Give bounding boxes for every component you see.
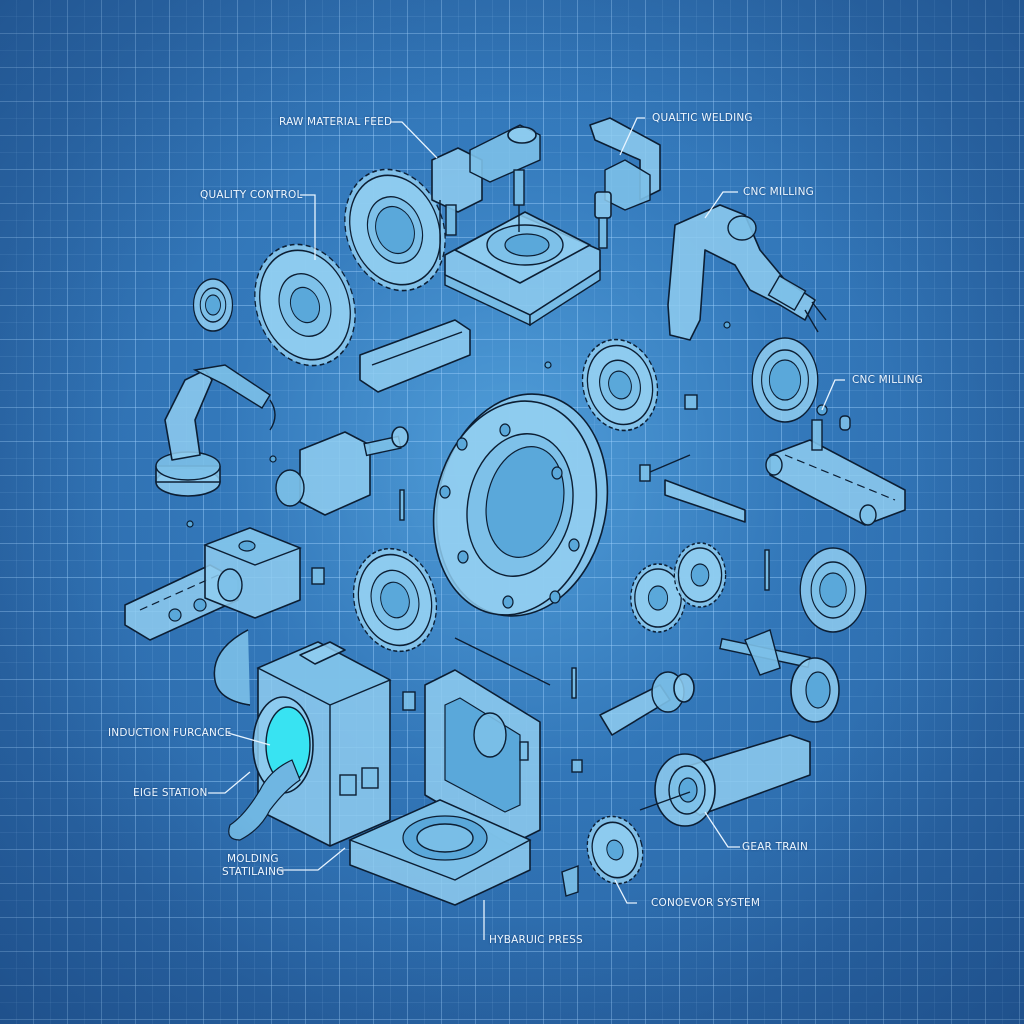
conveyor-icon [765, 415, 906, 526]
shaft-icon [454, 637, 695, 736]
leader-lines [208, 117, 845, 940]
small-parts-icon [186, 321, 828, 897]
bearing-icon [799, 547, 867, 633]
label-molding-station-line2: STATILAING [222, 866, 285, 878]
gear-icon [352, 547, 438, 653]
linear-rail-icon [359, 319, 471, 393]
roller-press-icon [639, 734, 811, 827]
flange-icon [432, 393, 609, 617]
label-qualtic-welding: QUALTIC WELDING [652, 112, 753, 124]
label-cnc-milling-top: CNC MILLING [743, 186, 814, 198]
label-hydraulic-press: HYBARUIC PRESS [489, 934, 583, 946]
milling-station-icon [431, 117, 661, 327]
mold-frame-icon [424, 669, 541, 846]
mold-base-icon [348, 799, 532, 906]
label-gear-train: GEAR TRAIN [742, 841, 809, 853]
bearing-icon [192, 278, 234, 332]
bearing-icon [751, 337, 819, 423]
label-cnc-milling-right: CNC MILLING [852, 374, 923, 386]
label-raw-material-feed: RAW MATERIAL FEED [279, 116, 393, 128]
gear-icon [586, 815, 644, 885]
label-molding-station-line1: MOLDING [227, 853, 279, 865]
furnace-icon [213, 629, 392, 847]
spindle-icon [719, 629, 840, 723]
gear-icon [254, 243, 356, 367]
conveyor-icon [124, 527, 302, 641]
gear-pair-icon [630, 542, 727, 633]
gear-icon [581, 338, 659, 432]
label-conveyor-system: CONOEVOR SYSTEM [651, 897, 761, 909]
label-die-station: EIGE STATION [133, 787, 208, 799]
bracket-icon [639, 454, 746, 523]
label-quality-control: QUALITY CONTROL [200, 189, 303, 201]
robot-arm-icon [155, 364, 276, 497]
actuator-icon [275, 426, 409, 516]
label-induction-furnace: INDUCTION FURCANCE [108, 727, 232, 739]
robot-arm-icon [667, 204, 827, 341]
